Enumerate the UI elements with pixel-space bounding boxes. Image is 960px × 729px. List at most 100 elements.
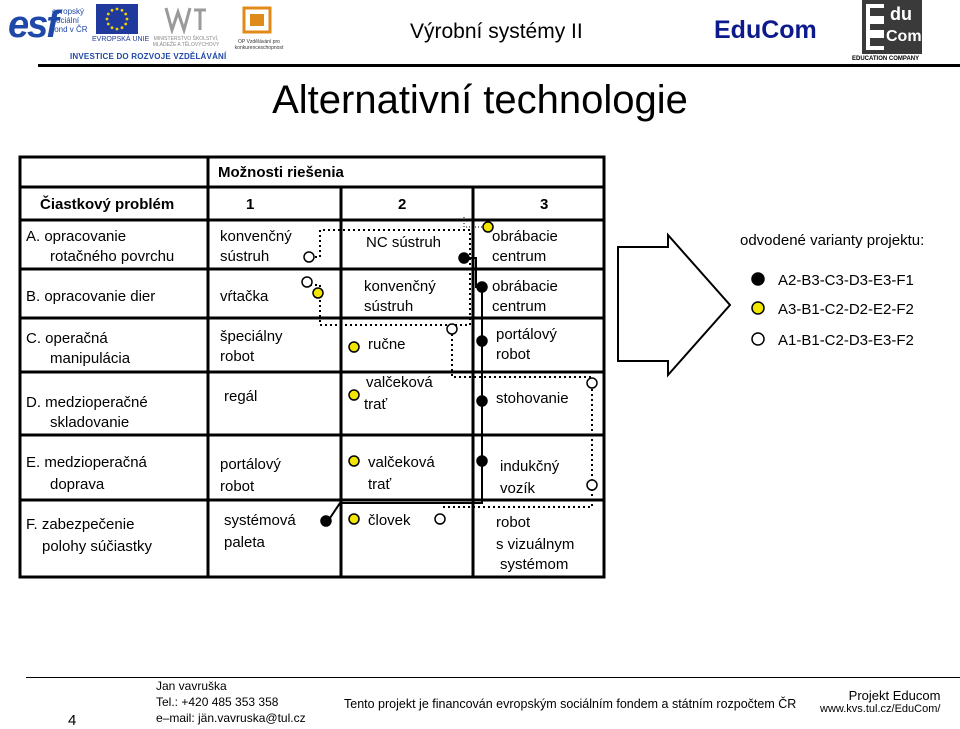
- f-3-line-1: robot: [496, 514, 531, 531]
- problem-b-line-1: B. opracovanie dier: [26, 288, 155, 305]
- eu-logo-label: EVROPSKÁ UNIE: [92, 36, 150, 43]
- msmt-logo: MINISTERSTVO ŠKOLSTVÍ, MLÁDEŽE A TĚLOVÝC…: [146, 4, 226, 48]
- variant-markers: [301, 221, 598, 527]
- c-1-line-1: špeciálny: [220, 328, 283, 345]
- b-3-line-2: centrum: [492, 298, 546, 315]
- esf-logo-text: esf: [8, 4, 59, 46]
- marker-f2-white: [434, 513, 446, 525]
- educom-logo-caption: EDUCATION COMPANY: [852, 56, 920, 62]
- marker-c3-black: [476, 335, 488, 347]
- f-2-line-1: človek: [368, 512, 411, 529]
- d-2-line-2: trať: [364, 396, 388, 413]
- problem-c-line-2: manipulácia: [50, 350, 131, 367]
- marker-f1-black: [320, 515, 332, 527]
- e-3-line-2: vozík: [500, 480, 536, 497]
- variant-marker-black: [751, 272, 765, 286]
- marker-e3-white: [586, 479, 598, 491]
- d-3-line-1: stohovanie: [496, 390, 569, 407]
- educom-logo: du Com: [860, 0, 926, 56]
- problem-e-line-1: E. medzioperačná: [26, 454, 148, 471]
- variant-3-text: A1-B1-C2-D3-E3-F2: [778, 332, 914, 349]
- slide-title: Alternativní technologie: [272, 78, 688, 122]
- figure-svg: Možnosti riešenia Čiastkový problém 1 2 …: [18, 155, 924, 579]
- problem-f-line-1: F. zabezpečenie: [26, 516, 134, 533]
- variant-path-black: [327, 257, 483, 522]
- course-name: Výrobní systémy II: [410, 20, 583, 43]
- problem-a-line-2: rotačného povrchu: [50, 248, 174, 265]
- marker-d3-white: [586, 377, 598, 389]
- marker-a3-yellow: [482, 221, 494, 233]
- d-2-line-1: valčeková: [366, 374, 433, 391]
- brand-name: EduCom: [714, 16, 817, 44]
- eu-flag-logo: [96, 4, 138, 34]
- b-2-line-1: konvenčný: [364, 278, 436, 295]
- marker-c2-white: [446, 323, 458, 335]
- esf-logo-lines: evropský sociální fond v ČR: [52, 7, 88, 34]
- column-number-3: 3: [540, 196, 548, 213]
- morphological-table-figure: Možnosti riešenia Čiastkový problém 1 2 …: [18, 155, 960, 585]
- variant-marker-white: [751, 332, 765, 346]
- investment-slogan: INVESTICE DO ROZVOJE VZDĚLÁVÁNÍ: [70, 52, 227, 61]
- f-1-line-2: paleta: [224, 534, 266, 551]
- problem-header: Čiastkový problém: [40, 195, 174, 213]
- project-website[interactable]: www.kvs.tul.cz/EduCom/: [820, 703, 941, 715]
- author-block: Jan vavruška Tel.: +420 485 353 358 e–ma…: [156, 678, 306, 726]
- marker-a1-white: [303, 251, 315, 263]
- variant-path-white: [310, 229, 471, 326]
- problem-f-line-2: polohy súčiastky: [42, 538, 153, 555]
- marker-e3-black: [476, 455, 488, 467]
- problem-c-line-1: C. operačná: [26, 330, 108, 347]
- op-logo: OP Vzdělávání pro konkurenceschopnost: [232, 6, 286, 51]
- a-3-line-1: obrábacie: [492, 228, 558, 245]
- marker-b3-black: [476, 281, 488, 293]
- page-number: 4: [68, 712, 77, 729]
- project-block: Projekt Educom www.kvs.tul.cz/EduCom/: [820, 688, 940, 715]
- footer-divider: [26, 677, 960, 678]
- b-1-line-1: vŕtačka: [220, 288, 269, 305]
- f-3-line-3: systémom: [500, 556, 568, 573]
- f-1-line-1: systémová: [224, 512, 296, 529]
- marker-d3-black: [476, 395, 488, 407]
- e-2-line-1: valčeková: [368, 454, 435, 471]
- a-1-line-1: konvenčný: [220, 228, 292, 245]
- marker-d2-yellow: [348, 389, 360, 401]
- table-grid: [18, 155, 606, 579]
- e-1-line-1: portálový: [220, 456, 281, 473]
- esf-logo: esf evropský sociální fond v ČR: [2, 2, 88, 54]
- marker-b1-white: [301, 276, 313, 288]
- c-1-line-2: robot: [220, 348, 255, 365]
- problem-d-line-2: skladovanie: [50, 414, 129, 431]
- header-divider: [38, 64, 960, 67]
- variant-path-yellow: [463, 215, 488, 228]
- result-arrow: [617, 232, 732, 378]
- a-3-line-2: centrum: [492, 248, 546, 265]
- b-2-line-2: sústruh: [364, 298, 413, 315]
- column-number-1: 1: [246, 196, 254, 213]
- author-email: e–mail: jän.vavruska@tul.cz: [156, 711, 306, 725]
- column-number-2: 2: [398, 196, 406, 213]
- marker-e2-yellow: [348, 455, 360, 467]
- d-1-line-1: regál: [224, 388, 257, 405]
- variant-2-text: A3-B1-C2-D2-E2-F2: [778, 301, 914, 318]
- variant-marker-yellow: [751, 301, 765, 315]
- problem-e-line-2: doprava: [50, 476, 105, 493]
- f-3-line-2: s vizuálnym: [496, 536, 574, 553]
- e-2-line-2: trať: [368, 476, 392, 493]
- a-2-line-1: NC sústruh: [366, 234, 441, 251]
- c-2-line-1: ručne: [368, 336, 406, 353]
- section-header: Možnosti riešenia: [218, 164, 345, 181]
- c-3-line-2: robot: [496, 346, 531, 363]
- author-phone: Tel.: +420 485 353 358: [156, 695, 279, 709]
- e-3-line-1: indukčný: [500, 458, 560, 475]
- a-1-line-2: sústruh: [220, 248, 269, 265]
- problem-a-line-1: A. opracovanie: [26, 228, 126, 245]
- project-name: Projekt Educom: [848, 688, 941, 703]
- marker-a2-black: [458, 252, 470, 264]
- b-3-line-1: obrábacie: [492, 278, 558, 295]
- op-logo-text: OP Vzdělávání pro konkurenceschopnost: [234, 39, 284, 51]
- author-name: Jan vavruška: [156, 679, 227, 693]
- marker-b1-yellow: [312, 287, 324, 299]
- educom-logo-letters-2: Com: [886, 28, 922, 45]
- marker-f2-yellow: [348, 513, 360, 525]
- variant-1-text: A2-B3-C3-D3-E3-F1: [778, 272, 914, 289]
